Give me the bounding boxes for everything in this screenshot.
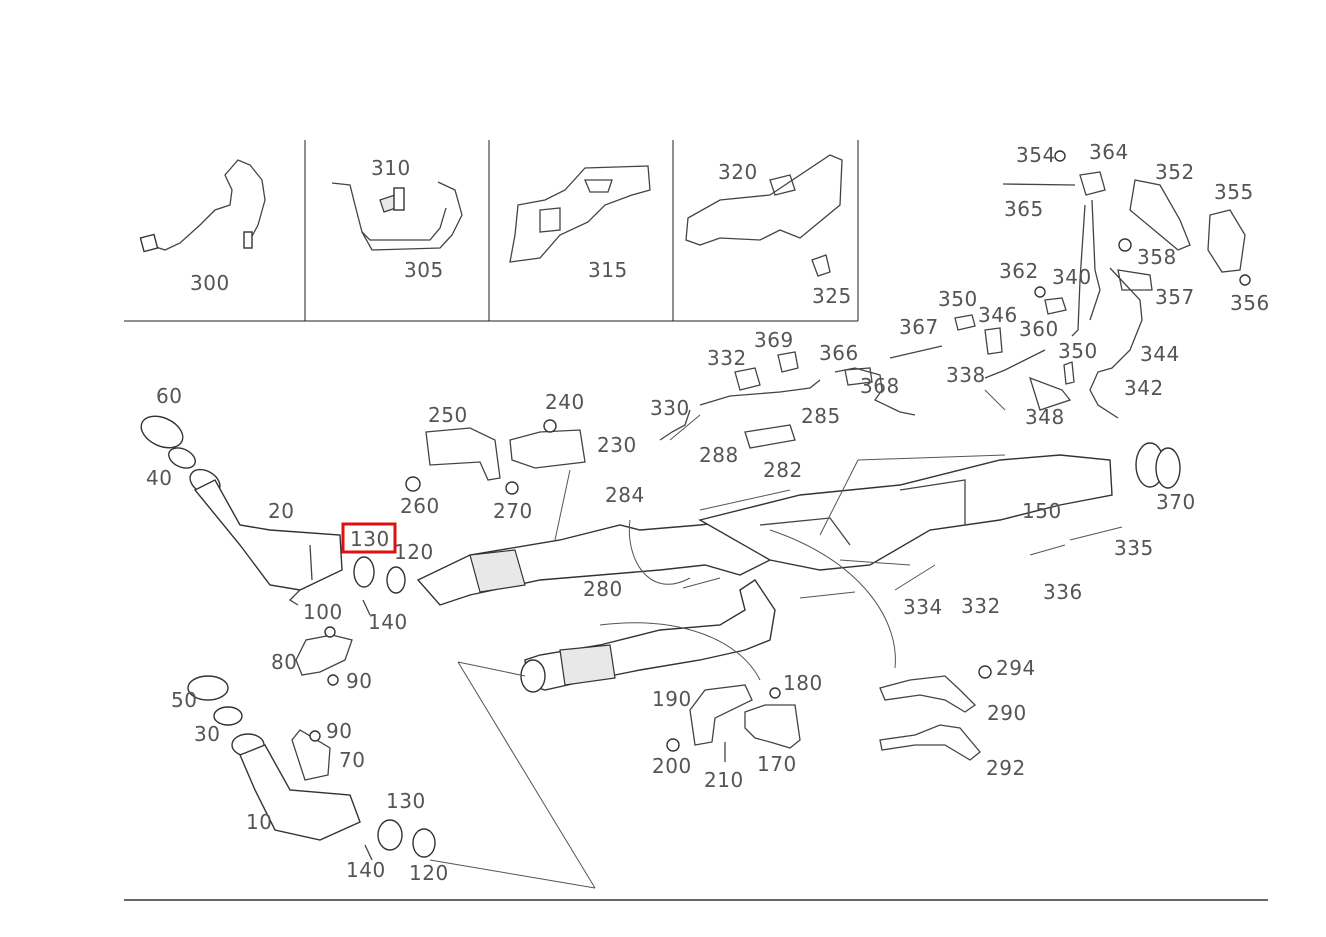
part-label: 150 [1022, 499, 1062, 523]
part-label: 285 [801, 404, 841, 428]
part-label: 315 [588, 258, 628, 282]
part-label: 338 [946, 363, 986, 387]
part-label: 362 [999, 259, 1039, 283]
front-pipe-and-catalyst[interactable] [136, 410, 343, 606]
part-label: 90 [326, 719, 352, 743]
sensor-bracket-305[interactable] [331, 181, 463, 251]
part-label: 344 [1140, 342, 1180, 366]
part-label: 368 [860, 374, 900, 398]
part-label: 334 [903, 595, 943, 619]
part-label: 190 [652, 687, 692, 711]
part-label: 292 [986, 756, 1026, 780]
part-label: 250 [428, 403, 468, 427]
part-label: 332 [707, 346, 747, 370]
part-label: 340 [1052, 265, 1092, 289]
clamp-130-bottom[interactable] [364, 819, 436, 861]
part-label: 325 [812, 284, 852, 308]
part-label: 70 [339, 748, 365, 772]
part-label: 336 [1043, 580, 1083, 604]
inset-panels [124, 140, 859, 322]
part-label: 170 [757, 752, 797, 776]
part-label: 284 [605, 483, 645, 507]
intermediate-pipe[interactable] [416, 519, 771, 606]
clamp-370[interactable] [1135, 442, 1181, 489]
rear-silencer-150[interactable] [698, 454, 1113, 571]
part-label: 360 [1019, 317, 1059, 341]
part-label: 60 [156, 384, 182, 408]
part-label: 367 [899, 315, 939, 339]
part-label: 120 [394, 540, 434, 564]
part-label: 50 [171, 688, 197, 712]
part-label: 366 [819, 341, 859, 365]
part-label: 352 [1155, 160, 1195, 184]
part-label: 342 [1124, 376, 1164, 400]
part-label: 240 [545, 390, 585, 414]
bracket-315[interactable] [509, 165, 651, 263]
part-label: 270 [493, 499, 533, 523]
part-label: 120 [409, 861, 449, 885]
sensor-cluster-top-right[interactable] [1002, 150, 1251, 419]
part-label: 130 [350, 527, 390, 551]
hanger-brackets-290-292[interactable] [879, 665, 992, 761]
part-label: 369 [754, 328, 794, 352]
right-branch-pipe[interactable] [520, 579, 776, 693]
part-label: 300 [190, 271, 230, 295]
highlight-box-130 [341, 522, 397, 554]
part-labels: 300 310 305 315 320 325 354 364 352 355 … [146, 140, 1270, 885]
bracket-250-230[interactable] [405, 419, 586, 495]
part-label: 294 [996, 656, 1036, 680]
mount-170-190[interactable] [666, 684, 801, 762]
part-label: 210 [704, 768, 744, 792]
part-label: 310 [371, 156, 411, 180]
clamp-130-top[interactable] [353, 556, 406, 594]
part-label: 365 [1004, 197, 1044, 221]
part-label: 90 [346, 669, 372, 693]
part-label: 10 [246, 810, 272, 834]
part-label: 200 [652, 754, 692, 778]
part-label: 350 [938, 287, 978, 311]
part-label: 20 [268, 499, 294, 523]
part-label: 364 [1089, 140, 1129, 164]
part-label: 280 [583, 577, 623, 601]
part-label: 140 [368, 610, 408, 634]
leader-lines [429, 389, 1123, 889]
part-label: 282 [763, 458, 803, 482]
part-label: 290 [987, 701, 1027, 725]
part-label: 305 [404, 258, 444, 282]
mount-80-and-parts-100[interactable] [295, 599, 371, 686]
part-label: 230 [597, 433, 637, 457]
part-label: 100 [303, 600, 343, 624]
part-label: 370 [1156, 490, 1196, 514]
second-catalyst-10[interactable] [187, 675, 361, 841]
part-label: 180 [783, 671, 823, 695]
part-label: 260 [400, 494, 440, 518]
part-label: 320 [718, 160, 758, 184]
part-label: 130 [386, 789, 426, 813]
part-label: 346 [978, 303, 1018, 327]
part-label: 358 [1137, 245, 1177, 269]
part-label: 350 [1058, 339, 1098, 363]
part-label: 356 [1230, 291, 1270, 315]
part-label: 357 [1155, 285, 1195, 309]
part-label: 348 [1025, 405, 1065, 429]
part-label: 332 [961, 594, 1001, 618]
part-label: 354 [1016, 143, 1056, 167]
part-label: 140 [346, 858, 386, 882]
bracket-320[interactable] [685, 154, 843, 277]
part-label: 30 [194, 722, 220, 746]
oxygen-sensor-cable-300[interactable] [139, 159, 266, 253]
clamps-and-brackets-mid[interactable] [659, 286, 1075, 449]
part-label: 288 [699, 443, 739, 467]
part-label: 330 [650, 396, 690, 420]
part-label: 80 [271, 650, 297, 674]
part-label: 40 [146, 466, 172, 490]
part-label: 355 [1214, 180, 1254, 204]
part-label: 335 [1114, 536, 1154, 560]
